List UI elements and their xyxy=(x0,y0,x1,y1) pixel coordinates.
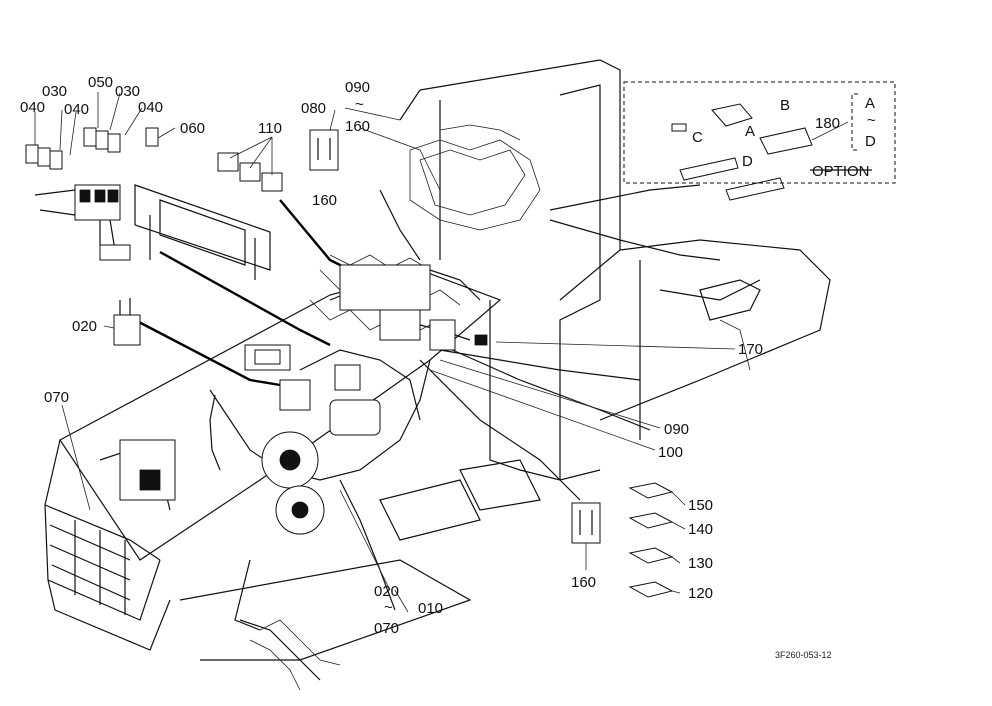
callout-030: 030 xyxy=(115,83,141,100)
connector-label-d: D xyxy=(742,153,753,170)
option-label: OPTION xyxy=(812,163,870,180)
callout-050: 050 xyxy=(88,74,114,91)
callout-020: 020 xyxy=(374,583,400,600)
callout-170: 170 xyxy=(738,341,764,358)
tilde-separator: ~ xyxy=(355,96,364,113)
callout-130: 130 xyxy=(688,555,714,572)
callout-090: 090 xyxy=(345,79,371,96)
connector-label-c: C xyxy=(692,129,703,146)
wiring-harness xyxy=(99,124,721,631)
option-range-end: D xyxy=(865,133,876,150)
tilde-separator: ~ xyxy=(384,599,393,616)
callout-060: 060 xyxy=(180,120,206,137)
callout-040: 040 xyxy=(138,99,164,116)
connector-label-a: A xyxy=(745,123,756,140)
callout-120: 120 xyxy=(688,585,714,602)
option-range-start: A xyxy=(865,95,876,112)
callout-160: 160 xyxy=(571,574,597,591)
tilde-separator: ~ xyxy=(867,112,876,129)
leader-lines xyxy=(34,92,849,613)
callout-070: 070 xyxy=(374,620,400,637)
callout-110: 110 xyxy=(258,120,282,137)
connector-label-b: B xyxy=(780,97,791,114)
tractor-body xyxy=(44,59,831,681)
callout-030: 030 xyxy=(42,83,68,100)
callout-040: 040 xyxy=(20,99,46,116)
callout-010: 010 xyxy=(418,600,444,617)
callout-040: 040 xyxy=(64,101,90,118)
callout-070: 070 xyxy=(44,389,70,406)
callout-160: 160 xyxy=(312,192,338,209)
engine-detail xyxy=(249,319,751,691)
figure-code: 3F260-053-12 xyxy=(775,650,832,660)
components xyxy=(25,103,813,598)
callout-180: 180 xyxy=(815,115,841,132)
callout-020: 020 xyxy=(72,318,98,335)
callout-100: 100 xyxy=(658,444,684,461)
callout-080: 080 xyxy=(301,100,327,117)
callout-140: 140 xyxy=(688,521,714,538)
option-box xyxy=(623,81,896,184)
callout-160: 160 xyxy=(345,118,371,135)
callout-150: 150 xyxy=(688,497,714,514)
callout-090: 090 xyxy=(664,421,690,438)
